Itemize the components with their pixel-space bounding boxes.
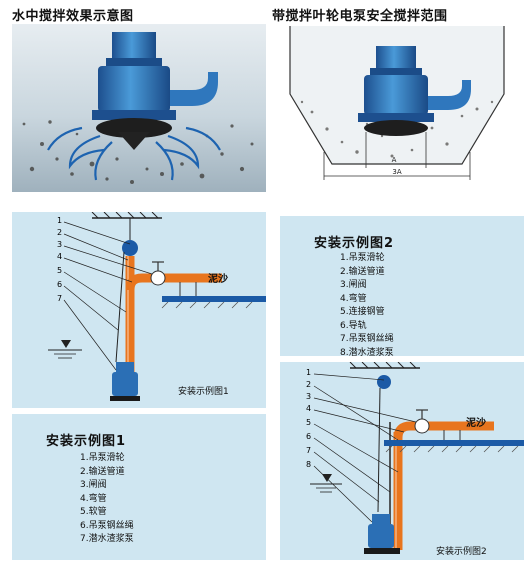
legend-list-2: 1.吊泵滑轮 2.输送管道 3.闸阀 4.弯管 5.连接钢管 6.导轨 7.吊泵…: [340, 252, 394, 356]
legend-item: 1.吊泵滑轮: [340, 253, 385, 263]
callout-number: 1: [57, 216, 63, 225]
safe-range-diagram: A 3A: [272, 24, 524, 192]
legend-item: 7.潜水渣浆泵: [80, 534, 134, 544]
legend-list-1: 1.吊泵滑轮 2.输送管道 3.闸阀 4.弯管 5.软管 6.吊泵钢丝绳 7.潜…: [80, 452, 134, 547]
callout-number: 2: [57, 228, 63, 237]
legend-item: 4.弯管: [80, 493, 107, 504]
legend-item: 5.连接钢管: [340, 307, 385, 317]
dimension-label-outer: 3A: [392, 168, 401, 176]
legend-item: 8.潜水渣浆泵: [340, 347, 394, 357]
legend-item: 3.闸阀: [340, 280, 367, 290]
callout-number: 6: [57, 280, 63, 289]
callout-number: 5: [306, 418, 312, 427]
mud-label-2: 泥沙: [466, 418, 486, 429]
legend-item: 3.闸阀: [80, 480, 107, 490]
callout-number: 6: [306, 432, 312, 441]
installation-diagram-2: 1 2 3 4 5 6 7 8 泥沙 安装示例图2: [280, 362, 524, 560]
legend-title-2: 安装示例图2: [314, 236, 395, 251]
legend-item: 6.导轨: [340, 320, 367, 331]
installation-diagram-1: 1 2 3 4 5 6 7 泥沙 安装示例图1: [12, 212, 266, 408]
legend-item: 5.软管: [80, 507, 107, 517]
diagram-caption-1: 安装示例图1: [178, 387, 229, 397]
legend-item: 6.吊泵钢丝绳: [80, 520, 134, 531]
top-left-title: 水中搅拌效果示意图: [12, 9, 134, 24]
mud-label-1: 泥沙: [208, 274, 228, 285]
dimension-label-inner: A: [392, 156, 397, 164]
callout-number: 3: [57, 240, 63, 249]
legend-item: 7.吊泵钢丝绳: [340, 334, 394, 344]
callout-number: 8: [306, 460, 312, 469]
legend-item: 4.弯管: [340, 293, 367, 304]
callout-number: 3: [306, 392, 312, 401]
legend-panel-1: 安装示例图1 1.吊泵滑轮 2.输送管道 3.闸阀 4.弯管 5.软管 6.吊泵…: [12, 414, 266, 560]
legend-panel-2: 安装示例图2 1.吊泵滑轮 2.输送管道 3.闸阀 4.弯管 5.连接钢管 6.…: [280, 216, 524, 356]
callout-number: 2: [306, 380, 312, 389]
diagram-caption-2: 安装示例图2: [436, 547, 487, 557]
top-right-title: 带搅拌叶轮电泵安全搅拌范围: [272, 9, 448, 24]
callout-number: 7: [306, 446, 312, 455]
legend-item: 2.输送管道: [340, 266, 385, 277]
stirring-effect-photo: [12, 24, 266, 192]
callout-number: 1: [306, 368, 312, 377]
callout-number: 4: [306, 404, 312, 413]
legend-item: 1.吊泵滑轮: [80, 453, 125, 463]
callout-number: 4: [57, 252, 63, 261]
legend-title-1: 安装示例图1: [46, 434, 127, 449]
callout-number: 7: [57, 294, 63, 303]
legend-item: 2.输送管道: [80, 466, 125, 477]
callout-number: 5: [57, 266, 63, 275]
